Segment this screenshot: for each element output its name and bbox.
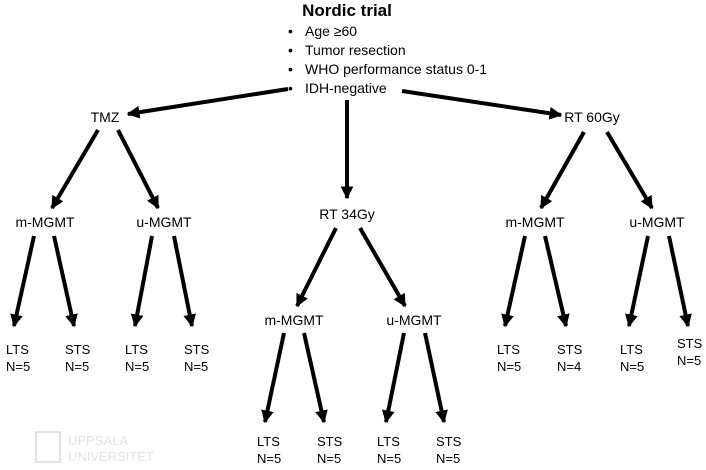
arrow-rt60-m-to-sts: [543, 235, 570, 328]
leaf-count: N=5: [257, 451, 281, 466]
arrow-tmz-to-mmgmt: [50, 128, 100, 210]
arrow-rt34-to-umgmt: [358, 227, 407, 308]
watermark-logo-mark: [35, 431, 61, 463]
group-label-tmz-u: u-MGMT: [136, 214, 192, 230]
leaf-label: LTS: [125, 342, 148, 357]
criteria-bullet: •: [288, 23, 293, 39]
leaf-count: N=5: [184, 359, 208, 374]
leaf-label: STS: [677, 336, 703, 351]
arrow-rt60-u-to-sts: [667, 235, 692, 328]
leaf-count: N=5: [65, 359, 89, 374]
leaf-count: N=5: [377, 451, 401, 466]
leaf-label: STS: [184, 342, 210, 357]
group-label-rt34-m: m-MGMT: [264, 312, 324, 328]
arrow-tmz-m-to-sts: [52, 235, 78, 328]
group-label-rt60-u: u-MGMT: [629, 214, 685, 230]
leaf-count: N=5: [677, 353, 701, 368]
leaf-label: LTS: [377, 434, 400, 449]
leaf-count: N=5: [317, 451, 341, 466]
arm-label-rt34: RT 34Gy: [319, 206, 375, 222]
arrow-tmz-u-to-lts: [130, 235, 154, 328]
arrow-tmz-to-umgmt: [116, 129, 160, 210]
leaf-label: LTS: [620, 342, 643, 357]
arrow-rt60-to-mmgmt: [539, 131, 586, 210]
trial-title: Nordic trial: [302, 1, 392, 20]
arrows: [10, 87, 692, 424]
arrow-rt34-to-mmgmt: [295, 227, 338, 308]
criterion-resection: Tumor resection: [305, 42, 406, 58]
leaf-label: STS: [65, 342, 91, 357]
arrow-rt34-u-to-lts: [382, 332, 406, 424]
leaf-label: STS: [557, 342, 583, 357]
leaf-count: N=5: [620, 359, 644, 374]
watermark-line-1: UPPSALA: [68, 433, 128, 448]
leaf-count: N=5: [436, 451, 460, 466]
group-label-tmz-m: m-MGMT: [15, 214, 75, 230]
criterion-age: Age ≥60: [305, 23, 357, 39]
criterion-who-status: WHO performance status 0-1: [305, 61, 487, 77]
group-label-rt34-u: u-MGMT: [386, 312, 442, 328]
leaf-count: N=5: [125, 359, 149, 374]
arrow-root-to-tmz: [126, 87, 289, 119]
arrow-rt34-m-to-lts: [261, 332, 286, 424]
arrow-rt34-u-to-sts: [423, 332, 448, 424]
leaf-label: LTS: [497, 342, 520, 357]
arrow-tmz-m-to-lts: [10, 235, 36, 328]
criteria-bullet: •: [288, 80, 293, 96]
university-watermark: UPPSALA UNIVERSITET: [35, 431, 154, 464]
leaf-label: LTS: [257, 434, 280, 449]
arm-label-rt60: RT 60Gy: [564, 109, 620, 125]
arrow-rt60-m-to-lts: [501, 235, 527, 328]
watermark-line-2: UNIVERSITET: [68, 449, 154, 464]
arm-label-tmz: TMZ: [91, 109, 120, 125]
leaf-count: N=4: [557, 359, 581, 374]
criteria-bullet: •: [288, 61, 293, 77]
arrow-rt34-m-to-sts: [302, 332, 328, 424]
group-label-rt60-m: m-MGMT: [505, 214, 565, 230]
leaf-count: N=5: [497, 359, 521, 374]
arrow-rt60-u-to-lts: [625, 235, 650, 328]
arrow-tmz-u-to-sts: [172, 235, 197, 328]
leaf-label: STS: [436, 434, 462, 449]
criterion-idh: IDH-negative: [305, 80, 387, 96]
root-node: Nordic trial • Age ≥60 • Tumor resection…: [288, 1, 487, 96]
leaf-count: N=5: [6, 359, 30, 374]
arrow-rt60-to-umgmt: [605, 130, 654, 210]
criteria-bullet: •: [288, 42, 293, 58]
leaf-label: STS: [317, 434, 343, 449]
leaf-label: LTS: [6, 342, 29, 357]
arrow-root-to-rt60: [401, 89, 563, 120]
inclusion-criteria-list: • Age ≥60 • Tumor resection • WHO perfor…: [288, 23, 487, 96]
